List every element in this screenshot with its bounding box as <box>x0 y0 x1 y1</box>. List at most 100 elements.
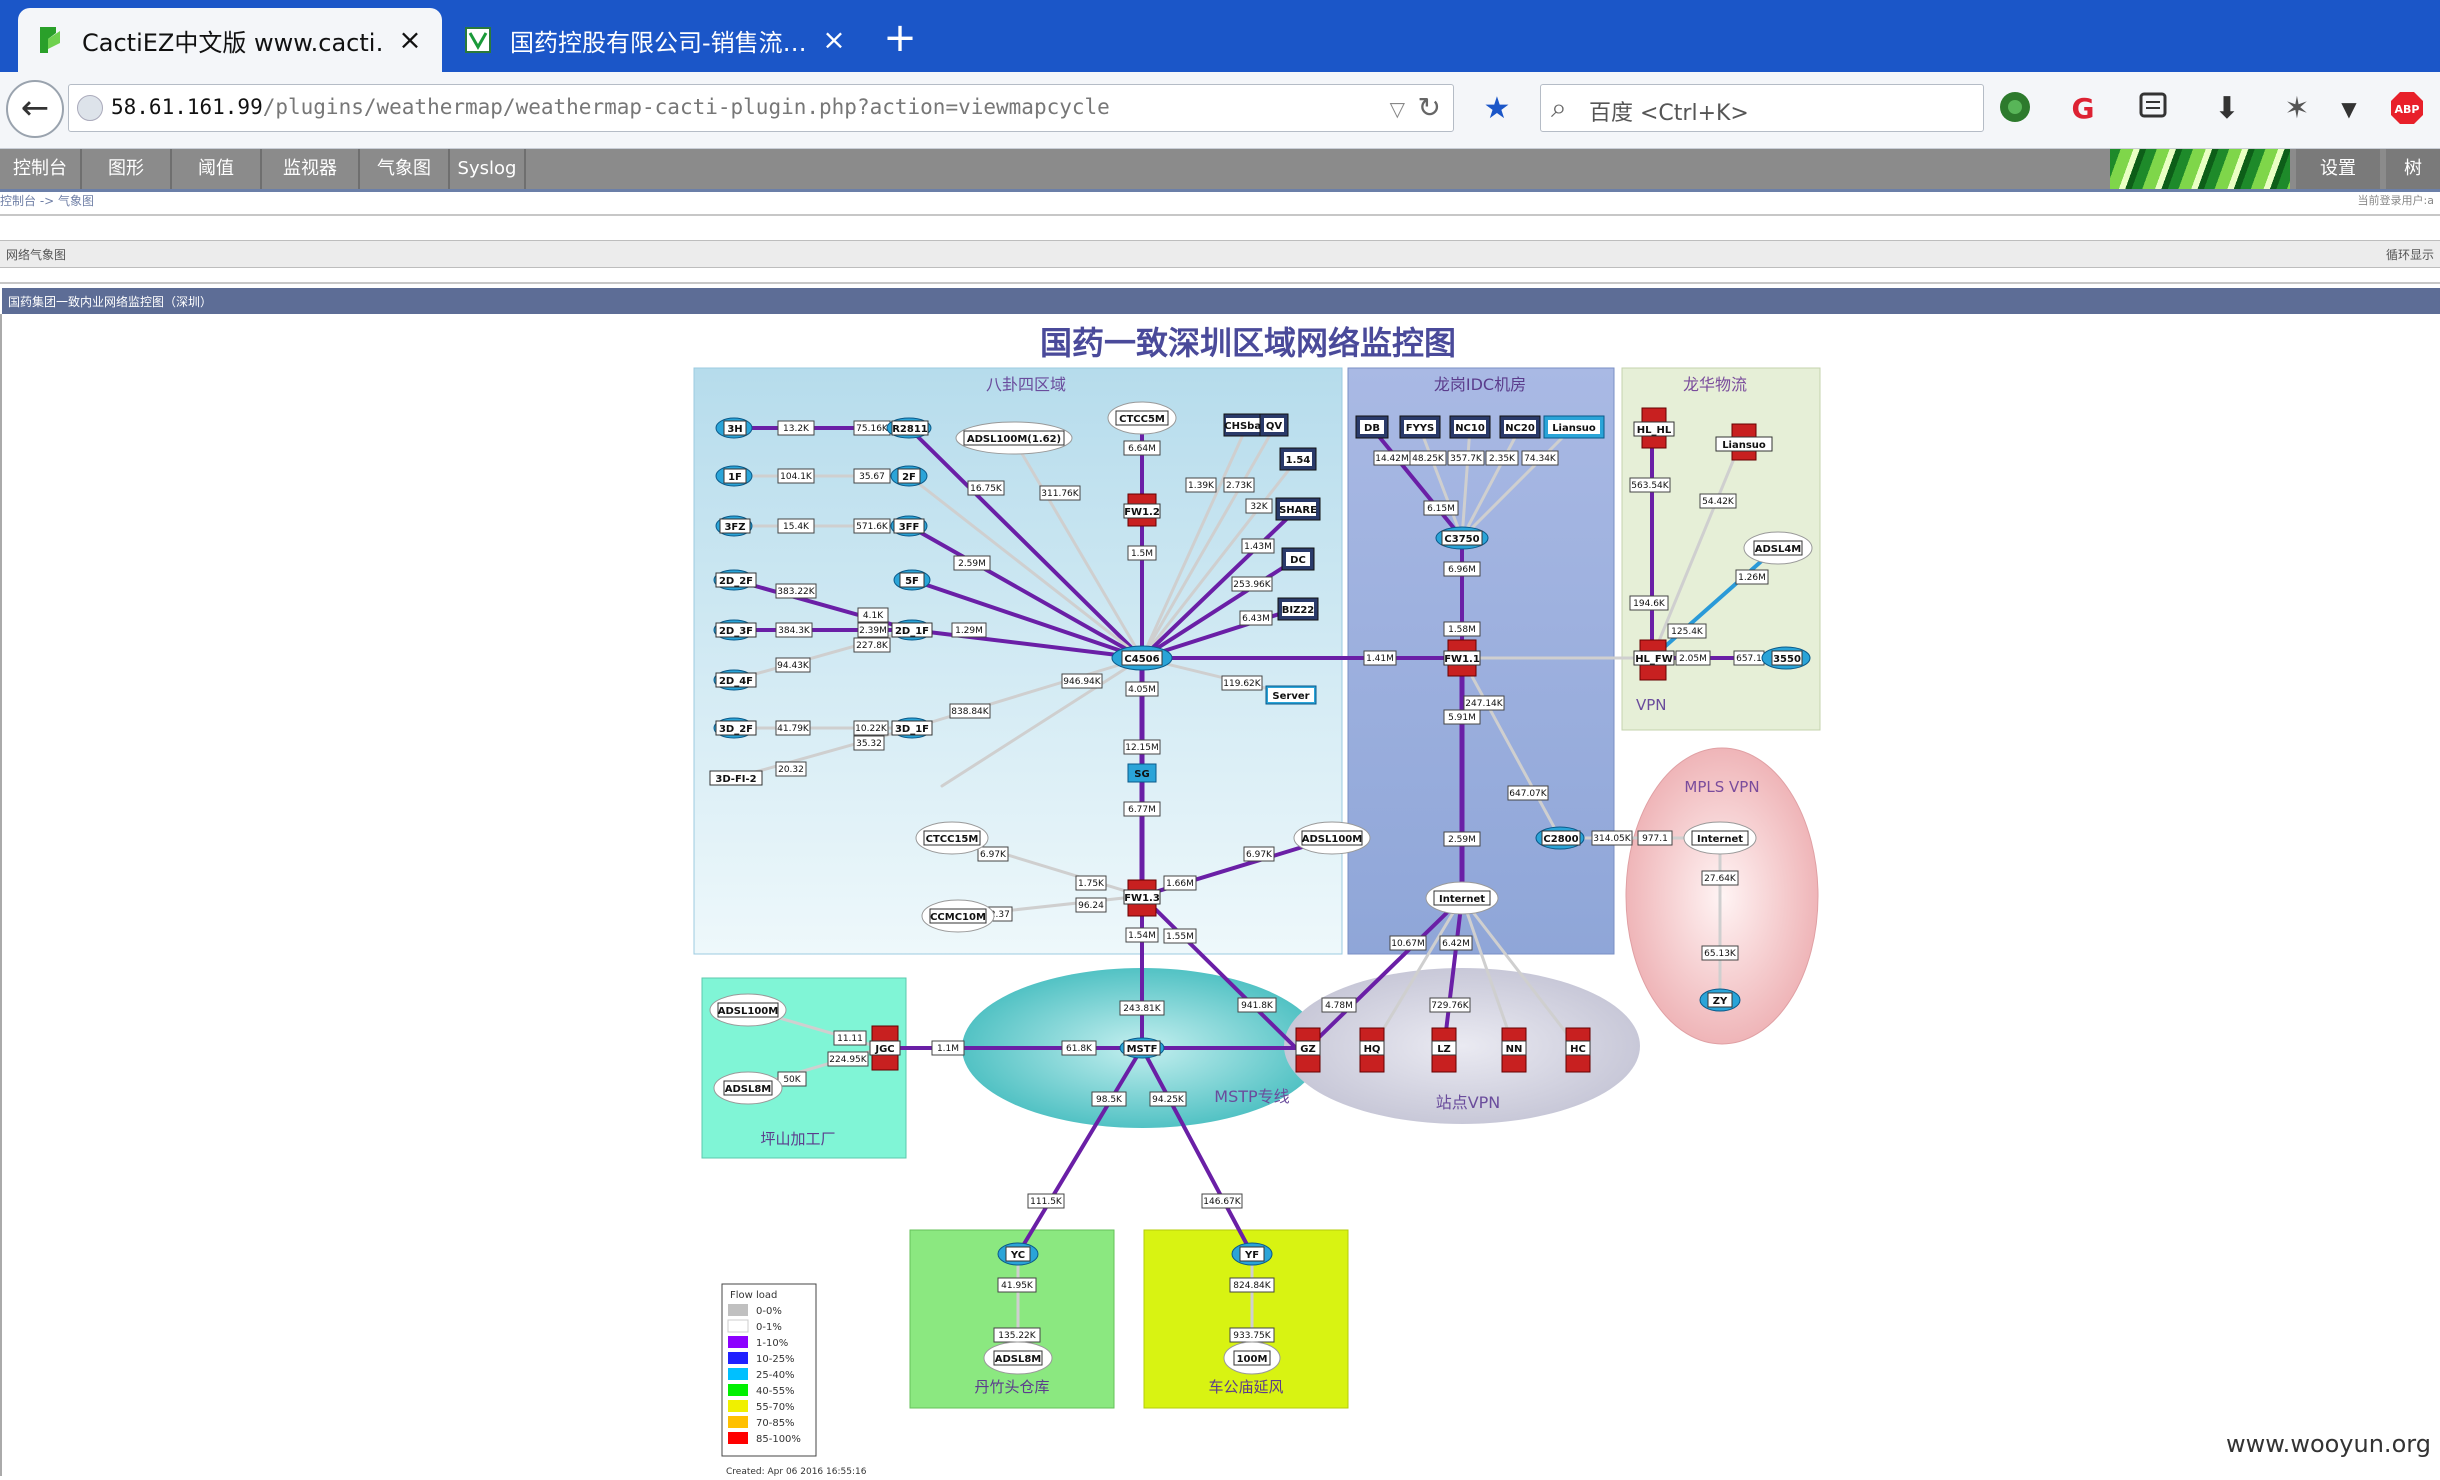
menu-item-thresholds[interactable]: 阈值 <box>172 149 262 189</box>
node-liansuo2[interactable]: Liansuo <box>1715 423 1773 461</box>
menu-item-console[interactable]: 控制台 <box>0 149 82 189</box>
menu-item-monitor[interactable]: 监视器 <box>262 149 360 189</box>
node-c4506[interactable]: C4506 <box>1111 645 1173 671</box>
node-internet-a[interactable]: Internet <box>1425 881 1499 915</box>
node-5f[interactable]: 5F <box>893 569 931 591</box>
addon-bug-icon[interactable]: ✶ <box>2284 91 2310 126</box>
gm-addon-icon[interactable]: G <box>2071 92 2095 125</box>
reload-icon[interactable]: ↻ <box>1417 91 1441 124</box>
menu-item-settings[interactable]: 设置 <box>2296 149 2380 189</box>
tab-close-icon[interactable]: × <box>398 23 422 56</box>
node-c3750[interactable]: C3750 <box>1435 526 1489 550</box>
download-icon[interactable]: ⬇ <box>2214 91 2240 126</box>
node-3d-2f[interactable]: 3D_2F <box>713 717 757 739</box>
link-label: 119.62K <box>1221 675 1263 691</box>
search-bar[interactable]: ⌕ 百度 <Ctrl+K> <box>1540 84 1984 132</box>
node-hq[interactable]: HQ <box>1359 1027 1385 1073</box>
node-hc[interactable]: HC <box>1565 1027 1591 1073</box>
tab-close-icon[interactable]: × <box>822 23 846 56</box>
node-nc20[interactable]: NC20 <box>1499 415 1541 439</box>
menu-item-graphs[interactable]: 图形 <box>82 149 172 189</box>
url-text[interactable]: 58.61.161.99/plugins/weathermap/weatherm… <box>111 95 1110 119</box>
node-hl-hl[interactable]: HL_HL <box>1633 407 1675 449</box>
menu-item-tree[interactable]: 树 <box>2386 149 2440 189</box>
chevron-down-icon[interactable]: ▼ <box>2341 97 2357 121</box>
svg-text:2.59M: 2.59M <box>1448 835 1476 845</box>
node-adsl8m-a[interactable]: ADSL8M <box>713 1071 783 1105</box>
node-ctcc5m[interactable]: CTCC5M <box>1107 401 1177 435</box>
node-fw1-3[interactable]: FW1.3 <box>1123 879 1161 917</box>
svg-text:FW1.2: FW1.2 <box>1124 507 1160 518</box>
node-nn[interactable]: NN <box>1501 1027 1527 1073</box>
search-input[interactable]: 百度 <Ctrl+K> <box>1589 101 1749 126</box>
node-gz[interactable]: GZ <box>1295 1027 1321 1073</box>
node-sg[interactable]: SG <box>1127 763 1157 783</box>
node-share[interactable]: SHARE <box>1275 497 1321 521</box>
node-ccmc10m[interactable]: CCMC10M <box>921 899 995 933</box>
node-100m[interactable]: 100M <box>1223 1341 1281 1375</box>
legend-item: 85-100% <box>728 1432 801 1445</box>
bookmark-star-icon[interactable]: ★ <box>1483 91 1511 126</box>
node-3fz[interactable]: 3FZ <box>715 515 753 537</box>
browser-tab-sinopharm[interactable]: 国药控股有限公司-销售流… × <box>446 8 866 72</box>
node-yc[interactable]: YC <box>997 1242 1039 1266</box>
node-zy[interactable]: ZY <box>1699 988 1741 1012</box>
node-fw1-2[interactable]: FW1.2 <box>1123 493 1161 527</box>
node-1f[interactable]: 1F <box>715 465 753 487</box>
url-dropdown-icon[interactable]: ▽ <box>1389 97 1405 121</box>
node-biz22[interactable]: BIZ22 <box>1277 597 1319 621</box>
node-2d-3f[interactable]: 2D_3F <box>713 619 757 641</box>
node-fw1-1[interactable]: FW1.1 <box>1443 639 1481 677</box>
node-nc10[interactable]: NC10 <box>1449 415 1491 439</box>
node-lz[interactable]: LZ <box>1431 1027 1457 1073</box>
node-liansuo[interactable]: Liansuo <box>1543 415 1605 439</box>
addon-green-icon[interactable] <box>1996 90 2034 128</box>
node-dc[interactable]: DC <box>1281 547 1315 571</box>
node-chsbak[interactable]: CHSbak <box>1223 413 1269 437</box>
node-mstf[interactable]: MSTF <box>1119 1037 1165 1059</box>
node-adsl100m-b[interactable]: ADSL100M <box>1293 821 1371 855</box>
url-bar[interactable]: 58.61.161.99/plugins/weathermap/weatherm… <box>68 84 1454 132</box>
node-adsl100-162[interactable]: ADSL100M(1.62) <box>955 421 1073 455</box>
node-3d-1f[interactable]: 3D_1F <box>891 717 933 739</box>
node-yf[interactable]: YF <box>1231 1242 1273 1266</box>
svg-text:ADSL100M(1.62): ADSL100M(1.62) <box>967 434 1061 445</box>
svg-text:3D_1F: 3D_1F <box>895 724 929 735</box>
node-2d-4f[interactable]: 2D_4F <box>713 669 757 691</box>
node-r2811[interactable]: R2811 <box>886 417 932 439</box>
node-adsl4m[interactable]: ADSL4M <box>1743 531 1813 565</box>
node-internet-b[interactable]: Internet <box>1683 821 1757 855</box>
menu-item-syslog[interactable]: Syslog <box>450 149 526 189</box>
node-server[interactable]: Server <box>1265 685 1317 705</box>
breadcrumb[interactable]: 控制台 -> 气象图 <box>0 194 95 208</box>
node-hl-fw[interactable]: HL_FW <box>1633 639 1675 681</box>
cycle-link[interactable]: 循环显示 <box>2385 248 2434 262</box>
node-2d-1f[interactable]: 2D_1F <box>891 619 933 641</box>
node-ctcc15m[interactable]: CTCC15M <box>915 821 989 855</box>
browser-nav-bar: ← 58.61.161.99/plugins/weathermap/weathe… <box>0 72 2440 149</box>
node-qv[interactable]: QV <box>1259 413 1289 437</box>
adblock-icon[interactable]: ABP <box>2388 90 2426 128</box>
node-3550[interactable]: 3550 <box>1761 646 1811 670</box>
new-tab-button[interactable]: + <box>883 15 917 61</box>
menu-item-weathermap[interactable]: 气象图 <box>360 149 450 189</box>
node-3h[interactable]: 3H <box>715 417 753 439</box>
reader-icon[interactable] <box>2134 90 2172 128</box>
node-154[interactable]: 1.54 <box>1279 447 1317 471</box>
link <box>1140 1046 1254 1256</box>
link-label: 838.84K <box>949 703 991 719</box>
node-adsl100m-c[interactable]: ADSL100M <box>709 993 787 1027</box>
node-jgc[interactable]: JGC <box>869 1025 901 1071</box>
back-arrow-icon[interactable]: ← <box>6 80 64 138</box>
node-adsl8m-b[interactable]: ADSL8M <box>983 1341 1053 1375</box>
node-db[interactable]: DB <box>1355 415 1389 439</box>
node-2d-2f[interactable]: 2D_2F <box>713 569 757 591</box>
svg-text:FYYS: FYYS <box>1406 423 1435 434</box>
svg-text:NC10: NC10 <box>1455 423 1485 434</box>
node-c2800[interactable]: C2800 <box>1535 826 1585 850</box>
node-fyys[interactable]: FYYS <box>1399 415 1441 439</box>
browser-tab-cacti[interactable]: CactiEZ中文版 www.cacti… × <box>18 8 442 72</box>
node-3d-fi[interactable]: 3D-FI-2 <box>709 770 763 786</box>
node-2f[interactable]: 2F <box>890 465 928 487</box>
node-3ff[interactable]: 3FF <box>890 515 928 537</box>
